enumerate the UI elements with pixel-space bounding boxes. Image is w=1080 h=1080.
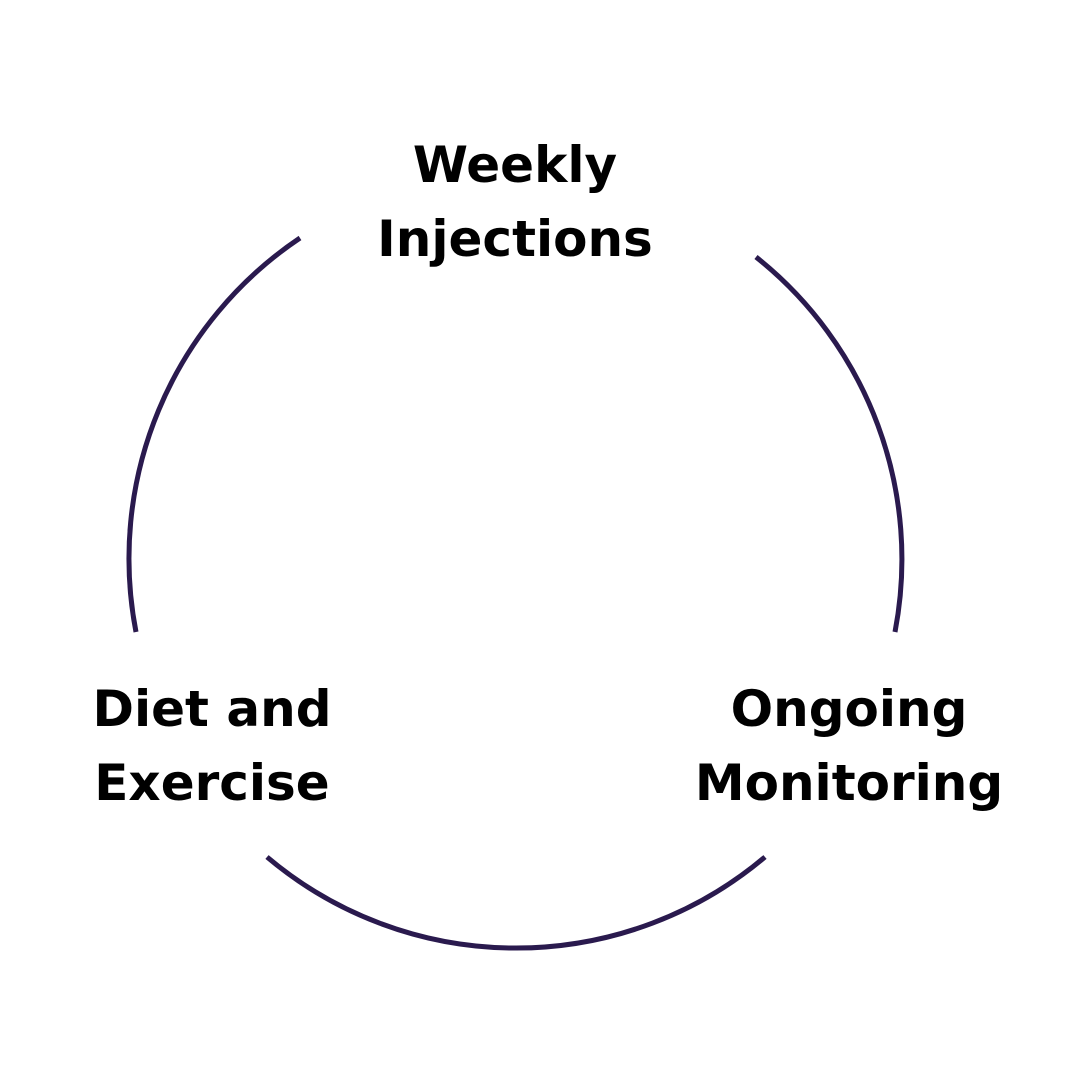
arc-top-to-right	[754, 255, 905, 633]
arc-right-to-left	[265, 855, 767, 951]
node-label-line: Ongoing	[730, 680, 968, 738]
node-label-weekly-injections: Weekly Injections	[377, 128, 653, 276]
node-label-line: Monitoring	[694, 754, 1004, 812]
arc-left-to-top	[126, 235, 302, 633]
node-label-line: Injections	[377, 210, 653, 268]
node-label-line: Weekly	[412, 136, 618, 194]
node-label-line: Diet and	[92, 680, 332, 738]
node-label-diet-and-exercise: Diet and Exercise	[93, 672, 332, 820]
node-label-line: Exercise	[94, 754, 330, 812]
node-label-ongoing-monitoring: Ongoing Monitoring	[695, 672, 1003, 820]
